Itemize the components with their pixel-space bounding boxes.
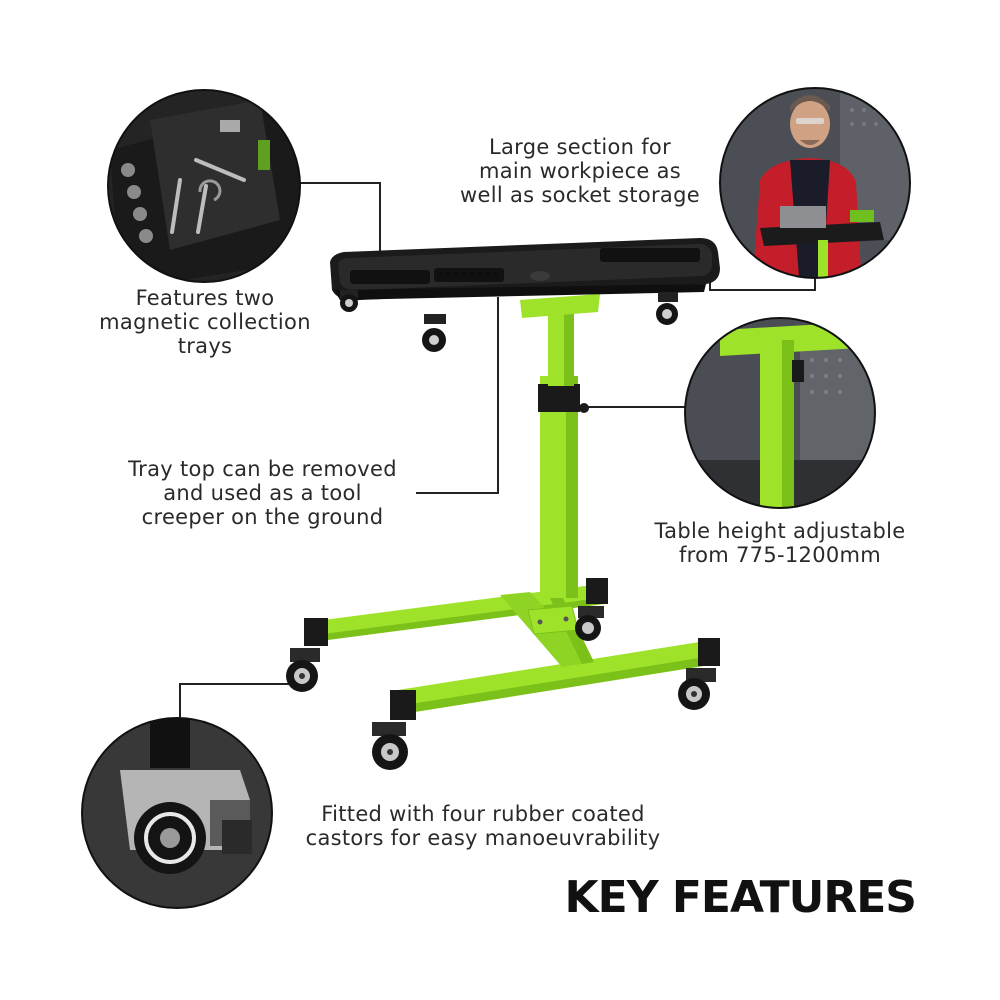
- feature-magnetic-trays: Features two magnetic collection trays: [75, 286, 335, 358]
- feature-castors: Fitted with four rubber coated castors f…: [268, 802, 698, 850]
- leader-line-creeper: [416, 297, 499, 494]
- rail-cap: [304, 618, 328, 646]
- feature-line: main workpiece as: [478, 159, 682, 183]
- feature-line: well as socket storage: [460, 183, 700, 207]
- feature-line: trays: [177, 334, 233, 358]
- castor-wheel: [575, 606, 604, 641]
- castor-wheel: [678, 668, 716, 710]
- work-station-product: [286, 238, 720, 770]
- key-features-heading: KEY FEATURES: [564, 872, 917, 923]
- inset-castor-photo: [81, 717, 273, 909]
- castor-wheel: [286, 648, 320, 692]
- feature-line: Large section for: [488, 135, 672, 159]
- feature-line: Tray top can be removed: [128, 457, 397, 481]
- top-bracket: [520, 294, 600, 318]
- castor-wheel: [372, 722, 408, 770]
- feature-height-adjustable: Table height adjustable from 775-1200mm: [615, 519, 945, 567]
- leader-line-sockets: [709, 278, 816, 291]
- feature-line: castors for easy manoeuvrability: [305, 826, 661, 850]
- base-plate: [527, 605, 579, 635]
- feature-tool-creeper: Tray top can be removed and used as a to…: [100, 457, 425, 529]
- feature-line: Table height adjustable: [654, 519, 906, 543]
- leader-line-magnetic: [278, 182, 381, 272]
- feature-line: Features two: [135, 286, 275, 310]
- inset-mechanic-photo: [719, 87, 911, 279]
- inset-tray-photo: [107, 89, 301, 283]
- creeper-wheel: [340, 290, 358, 312]
- creeper-wheel: [422, 314, 446, 352]
- feature-line: from 775-1200mm: [678, 543, 882, 567]
- leader-lines: [179, 182, 816, 725]
- feature-line: creeper on the ground: [141, 505, 384, 529]
- creeper-wheel: [656, 292, 678, 325]
- feature-socket-storage: Large section for main workpiece as well…: [420, 135, 740, 207]
- leader-line-castors: [179, 683, 290, 725]
- feature-line: Fitted with four rubber coated: [321, 802, 645, 826]
- tray-top: [330, 238, 720, 301]
- feature-line: and used as a tool: [163, 481, 362, 505]
- inset-column-photo: [684, 317, 876, 509]
- feature-line: magnetic collection: [99, 310, 311, 334]
- column-collar: [538, 384, 580, 412]
